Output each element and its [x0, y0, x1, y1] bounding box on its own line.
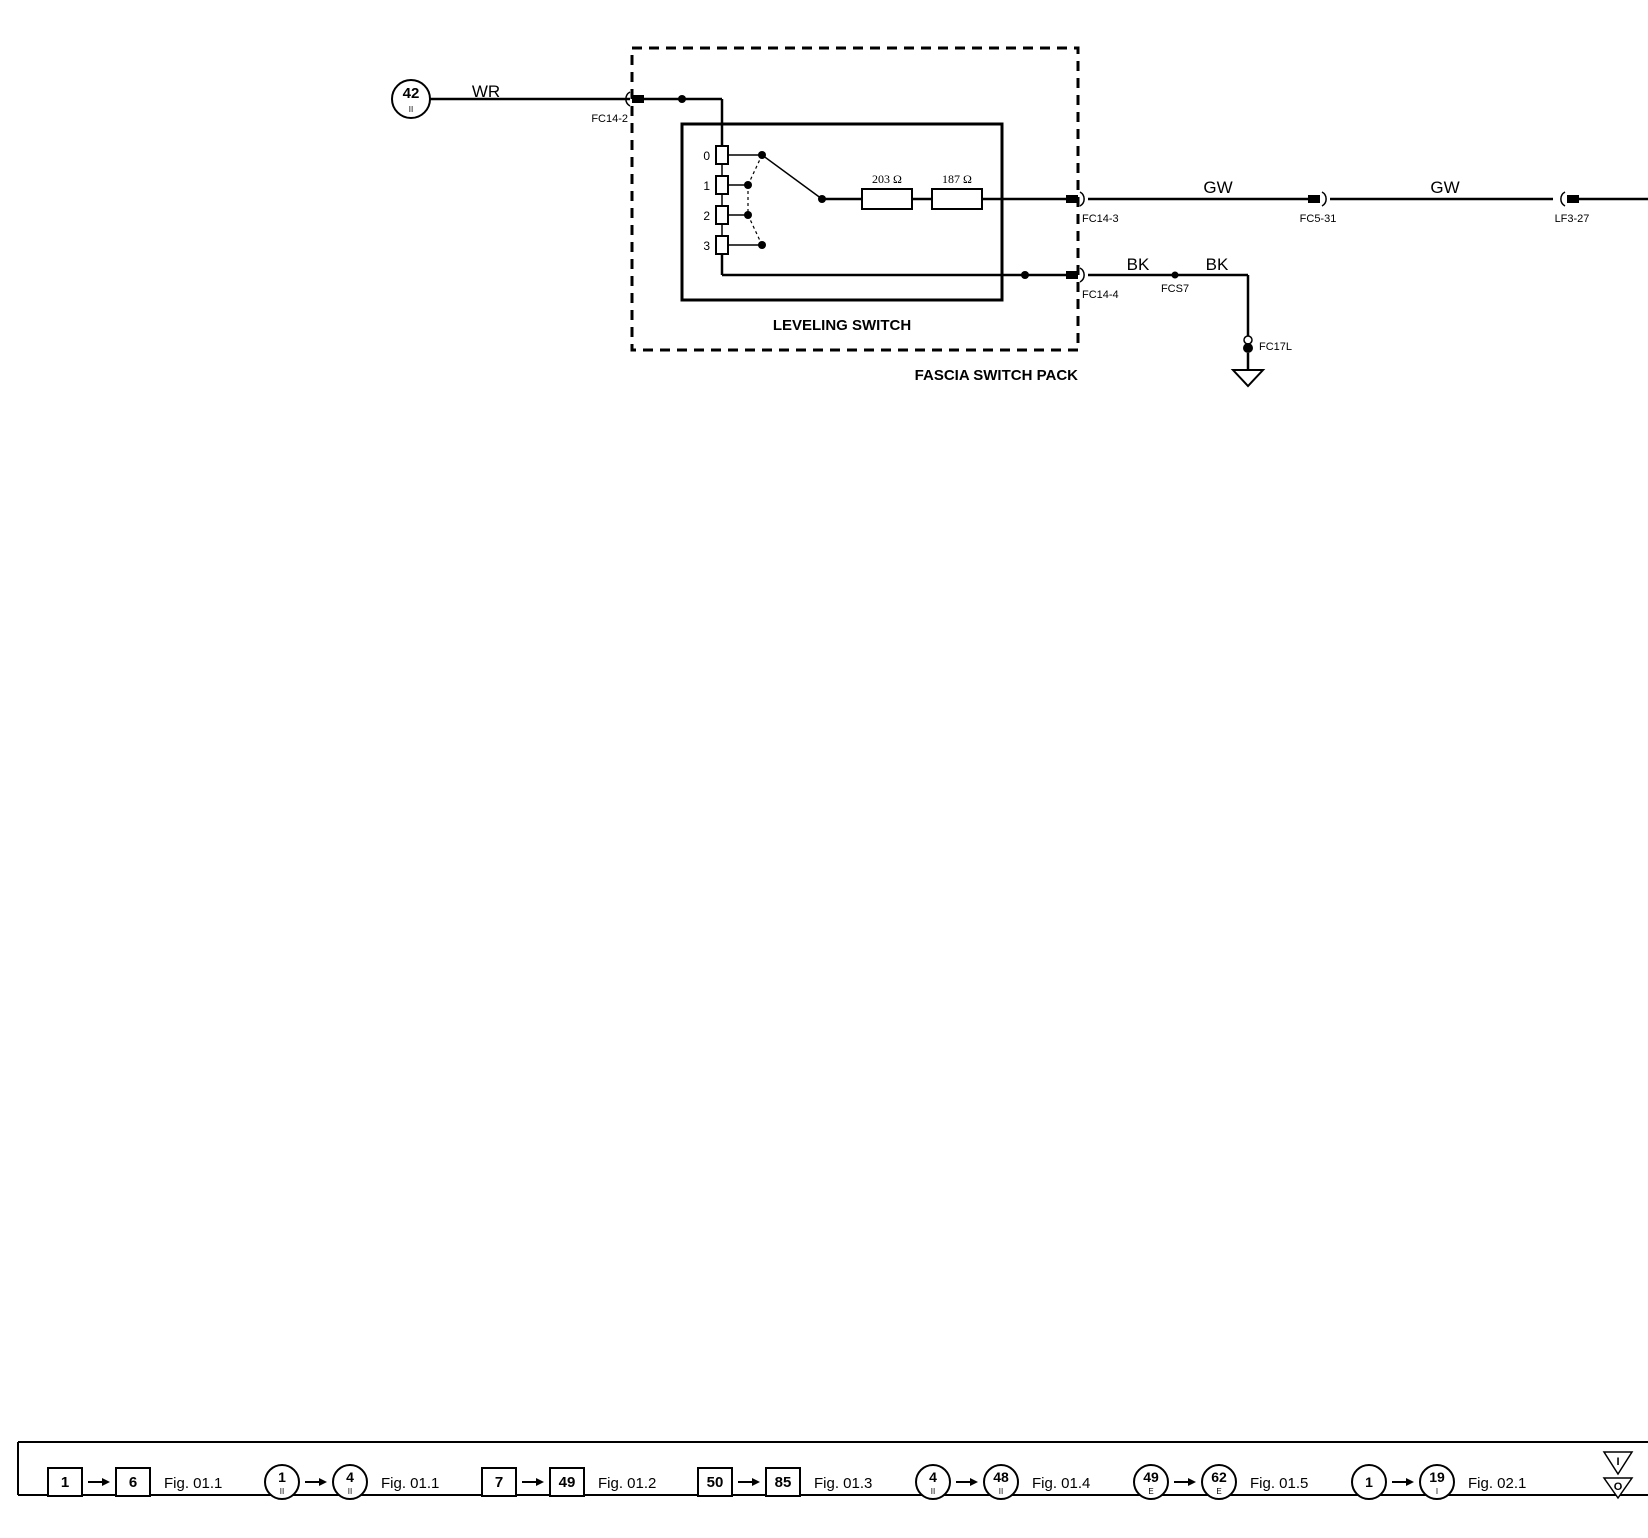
switch-wiper	[728, 151, 826, 249]
leveling-switch-title: LEVELING SWITCH	[773, 317, 911, 334]
source-reference-42: 42 II	[391, 79, 431, 119]
svg-text:7: 7	[495, 1474, 503, 1491]
junction-dot	[678, 95, 686, 103]
connector-fc14-4	[1066, 267, 1085, 283]
legend-figure-ref: Fig. 01.3	[814, 1475, 872, 1492]
connector-label-fc14-4: FC14-4	[1082, 289, 1119, 301]
legend-to-circle-1: 4II	[332, 1464, 368, 1500]
svg-text:62: 62	[1211, 1469, 1227, 1485]
svg-text:6: 6	[129, 1474, 137, 1491]
svg-text:85: 85	[775, 1474, 792, 1491]
connector-label-fc5-31: FC5-31	[1300, 213, 1337, 225]
fascia-switch-pack-title: FASCIA SWITCH PACK	[915, 367, 1078, 384]
svg-text:1: 1	[61, 1474, 69, 1491]
legend-to-circle-6: 19I	[1419, 1464, 1455, 1500]
svg-text:49: 49	[559, 1474, 576, 1491]
wire-label-bk-2: BK	[1206, 255, 1229, 274]
legend-from-circle-1: 1II	[264, 1464, 300, 1500]
legend-arrow-icon	[88, 1478, 110, 1486]
legend-to-circle-5: 62E	[1201, 1464, 1237, 1500]
svg-text:II: II	[409, 105, 413, 114]
resistor-203	[861, 188, 913, 210]
legend-arrow-icon	[1174, 1478, 1196, 1486]
wire-label-gw-1: GW	[1203, 178, 1232, 197]
connector-lf3-27	[1560, 191, 1579, 207]
legend-symbol-i: I	[1602, 1451, 1634, 1476]
switch-position-2: 2	[703, 209, 710, 223]
junction-dot-ground	[1021, 271, 1029, 279]
legend-from-square-0: 1	[47, 1467, 83, 1497]
svg-text:II: II	[348, 1487, 352, 1496]
resistor-label-187: 187 Ω	[942, 172, 972, 186]
legend-from-circle-4: 4II	[915, 1464, 951, 1500]
svg-text:49: 49	[1143, 1469, 1159, 1485]
svg-text:I: I	[1436, 1487, 1438, 1496]
legend-figure-ref: Fig. 01.2	[598, 1475, 656, 1492]
connector-fc14-3	[1066, 191, 1085, 207]
ground-fc17l	[1230, 335, 1266, 388]
svg-text:50: 50	[707, 1474, 724, 1491]
legend-arrow-icon	[1392, 1478, 1414, 1486]
connector-fc14-2	[625, 91, 644, 107]
legend-from-circle-6: 1	[1351, 1464, 1387, 1500]
svg-text:42: 42	[403, 85, 420, 102]
switch-position-1: 1	[703, 179, 710, 193]
svg-text:4: 4	[346, 1469, 354, 1485]
leveling-switch-box	[680, 122, 1004, 302]
resistor-label-203: 203 Ω	[872, 172, 902, 186]
svg-text:E: E	[1216, 1487, 1221, 1496]
resistor-187	[931, 188, 983, 210]
legend-arrow-icon	[956, 1478, 978, 1486]
svg-text:II: II	[999, 1487, 1003, 1496]
legend-arrow-icon	[522, 1478, 544, 1486]
switch-contacts	[715, 145, 729, 255]
wire-label-gw-2: GW	[1430, 178, 1459, 197]
legend-from-square-3: 50	[697, 1467, 733, 1497]
splice-fcs7	[1171, 271, 1179, 279]
connector-label-lf3-27: LF3-27	[1555, 213, 1590, 225]
svg-text:O: O	[1614, 1481, 1623, 1493]
legend-to-square-3: 85	[765, 1467, 801, 1497]
svg-text:I: I	[1616, 1456, 1619, 1468]
switch-position-3: 3	[703, 239, 710, 253]
wire-label-wr: WR	[472, 82, 500, 101]
legend-figure-ref: Fig. 01.5	[1250, 1475, 1308, 1492]
switch-position-0: 0	[703, 149, 710, 163]
svg-text:19: 19	[1429, 1469, 1445, 1485]
wire-label-bk-1: BK	[1127, 255, 1150, 274]
legend-arrow-icon	[738, 1478, 760, 1486]
connector-label-fcs7: FCS7	[1161, 283, 1189, 295]
svg-text:E: E	[1148, 1487, 1153, 1496]
legend-figure-ref: Fig. 01.1	[164, 1475, 222, 1492]
connector-label-fc14-2: FC14-2	[591, 113, 628, 125]
svg-text:II: II	[931, 1487, 935, 1496]
legend-figure-ref: Fig. 02.1	[1468, 1475, 1526, 1492]
legend-symbol-o: O	[1602, 1477, 1634, 1500]
legend-to-square-2: 49	[549, 1467, 585, 1497]
legend-figure-ref: Fig. 01.4	[1032, 1475, 1090, 1492]
connector-label-fc14-3: FC14-3	[1082, 213, 1119, 225]
connector-fc5-31	[1308, 191, 1327, 207]
svg-text:1: 1	[278, 1469, 286, 1485]
svg-text:1: 1	[1365, 1474, 1373, 1490]
legend-arrow-icon	[305, 1478, 327, 1486]
svg-text:48: 48	[993, 1469, 1009, 1485]
legend-to-square-0: 6	[115, 1467, 151, 1497]
legend-from-square-2: 7	[481, 1467, 517, 1497]
svg-text:4: 4	[929, 1469, 937, 1485]
legend-from-circle-5: 49E	[1133, 1464, 1169, 1500]
connector-label-fc17l: FC17L	[1259, 341, 1292, 353]
svg-text:II: II	[280, 1487, 284, 1496]
legend-figure-ref: Fig. 01.1	[381, 1475, 439, 1492]
